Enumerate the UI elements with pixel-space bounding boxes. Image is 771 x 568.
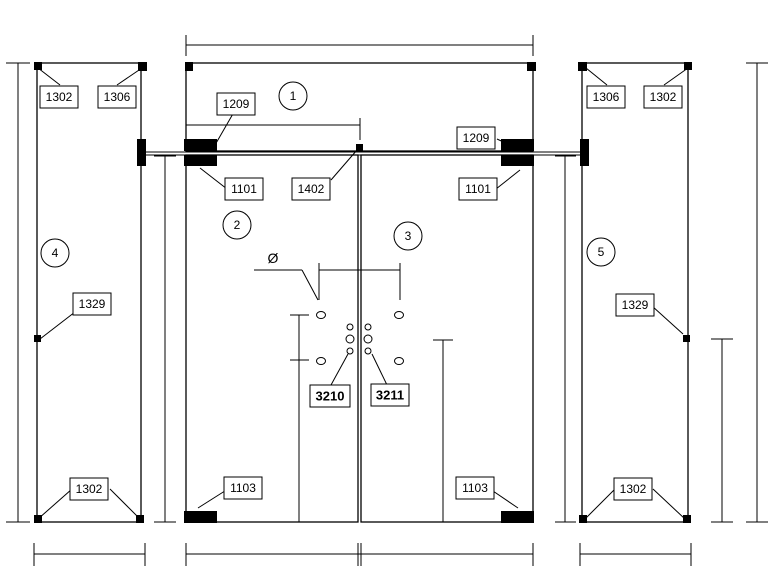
- hole: [364, 323, 372, 331]
- svg-text:2: 2: [234, 218, 241, 232]
- part-tag: 1209: [456, 126, 496, 150]
- part-tag: 1101: [224, 177, 264, 201]
- part-tag: 3211: [370, 383, 410, 407]
- hole: [394, 311, 404, 319]
- part-tag: 1306: [586, 85, 626, 109]
- panel-number-3: 3: [393, 221, 423, 251]
- svg-text:1302: 1302: [76, 482, 103, 496]
- panel-number-1: 1: [278, 81, 308, 111]
- hole: [345, 334, 355, 344]
- svg-text:1329: 1329: [622, 298, 649, 312]
- svg-text:1101: 1101: [231, 182, 257, 196]
- part-tag: 1101: [458, 177, 498, 201]
- hole: [346, 347, 354, 355]
- hole: [394, 357, 404, 365]
- svg-text:1306: 1306: [104, 90, 131, 104]
- part-tag: 1302: [643, 85, 683, 109]
- part-tag: 1209: [216, 92, 256, 116]
- svg-text:5: 5: [598, 245, 605, 259]
- svg-text:1103: 1103: [462, 481, 488, 495]
- svg-text:1302: 1302: [650, 90, 677, 104]
- part-tag: 1402: [291, 177, 331, 201]
- hole: [363, 334, 373, 344]
- hole: [364, 347, 372, 355]
- hole: [346, 323, 354, 331]
- side-panel-left: [36, 62, 142, 523]
- svg-text:1209: 1209: [223, 97, 250, 111]
- svg-text:1302: 1302: [46, 90, 73, 104]
- svg-text:1209: 1209: [463, 131, 490, 145]
- hole: [316, 311, 326, 319]
- panel-number-5: 5: [586, 237, 616, 267]
- svg-text:1: 1: [290, 89, 297, 103]
- handle-holes: Ø: [268, 250, 404, 365]
- svg-text:1402: 1402: [298, 182, 325, 196]
- part-tag: 1329: [615, 293, 655, 317]
- part-tag: 1302: [613, 477, 653, 501]
- door-leaf-right: [360, 154, 534, 523]
- svg-text:1306: 1306: [593, 90, 620, 104]
- door-leaf-left: [185, 154, 359, 523]
- part-tag: 1302: [39, 85, 79, 109]
- panel-number-4: 4: [40, 238, 70, 268]
- leader-lines: [37, 67, 689, 520]
- part-tag: 1103: [223, 476, 263, 500]
- svg-text:3211: 3211: [376, 388, 404, 403]
- svg-text:1103: 1103: [230, 481, 256, 495]
- svg-text:4: 4: [52, 246, 59, 260]
- svg-text:3210: 3210: [316, 389, 345, 404]
- diameter-symbol: Ø: [268, 250, 279, 266]
- hardware-fittings: [34, 62, 692, 523]
- part-tag: 1103: [455, 476, 495, 500]
- side-panel-right: [581, 62, 689, 523]
- svg-text:1101: 1101: [465, 182, 491, 196]
- dimension-lines: [6, 35, 768, 566]
- part-tag: 1329: [72, 292, 112, 316]
- part-tag: 1302: [69, 477, 109, 501]
- svg-text:1302: 1302: [620, 482, 647, 496]
- svg-text:1329: 1329: [79, 297, 106, 311]
- svg-text:3: 3: [405, 229, 412, 243]
- part-tag: 3210: [309, 384, 351, 408]
- hole: [316, 357, 326, 365]
- part-tag: 1306: [97, 85, 137, 109]
- panel-number-2: 2: [222, 210, 252, 240]
- glass-panels: [36, 62, 689, 523]
